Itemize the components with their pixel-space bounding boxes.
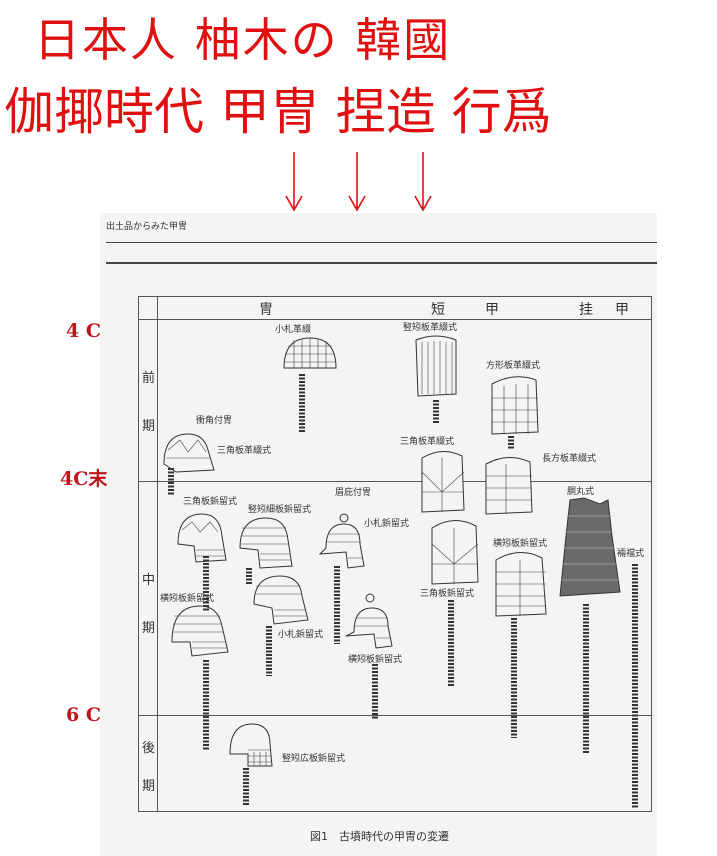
duration-bar <box>203 556 209 612</box>
helmet-illustration <box>239 517 293 569</box>
helmet-illustration <box>171 605 229 657</box>
label-tate-hiroita-byodome: 竪矧広板鋲留式 <box>282 754 346 764</box>
armor-illustration <box>431 520 479 585</box>
duration-bar <box>583 604 589 754</box>
armor-illustration <box>421 451 465 513</box>
armor-illustration <box>485 457 533 515</box>
phase-middle-2: 期 <box>142 621 156 636</box>
column-divider <box>157 297 158 811</box>
running-head: 出土品からみた甲冑 <box>106 222 188 232</box>
label-mabizashi-tsuki-kabuto: 眉庇付冑 <box>335 488 372 498</box>
label-tate-hosoita-byodome: 竪矧細板鋲留式 <box>248 505 312 515</box>
duration-bar <box>448 600 454 686</box>
label-shokaku-tsuki-kabuto: 衝角付冑 <box>196 416 233 426</box>
label-kozane-byodome-1: 小札鋲留式 <box>364 519 410 529</box>
down-arrow-icon <box>284 152 304 212</box>
armor-illustration <box>491 376 539 435</box>
label-yoko-byodome-armor: 横矧板鋲留式 <box>493 539 548 549</box>
duration-bar <box>266 626 272 676</box>
label-tate-kawatoji: 竪矧板革綴式 <box>403 323 458 333</box>
down-arrow-icon <box>347 152 367 212</box>
label-yoko-byodome-helmet: 横矧板鋲留式 <box>160 594 215 604</box>
duration-bar <box>246 568 252 584</box>
helmet-illustration <box>345 593 393 649</box>
chronology-table: 冑 短 甲 挂 甲 前 期 中 期 後 期 <box>138 296 652 812</box>
label-sankaku-byodome-armor: 三角板鋲留式 <box>420 589 475 599</box>
duration-bar <box>433 400 439 424</box>
period-marker-4c: 4 C <box>66 320 101 342</box>
label-sankaku-kawatoji-armor: 三角板革綴式 <box>400 437 455 447</box>
label-kozane-kawatoji: 小札革綴 <box>275 325 312 335</box>
duration-bar <box>203 660 209 750</box>
label-sankaku-byodome-helmet: 三角板鋲留式 <box>183 497 238 507</box>
label-sankaku-kawatoji-helmet: 三角板革綴式 <box>217 446 272 456</box>
phase-early-2: 期 <box>142 419 156 434</box>
column-header-keiko: 挂 甲 <box>579 302 633 318</box>
phase-late-1: 後 <box>142 741 156 756</box>
duration-bar <box>299 374 305 432</box>
label-chohokei-kawatoji: 長方板革綴式 <box>542 454 597 464</box>
column-header-tanko: 短 甲 <box>431 302 503 318</box>
duration-bar <box>168 468 174 496</box>
duration-bar <box>334 566 340 644</box>
helmet-illustration <box>177 513 227 563</box>
header-divider <box>139 319 651 320</box>
armor-illustration <box>495 552 547 617</box>
armor-illustration <box>559 497 621 597</box>
rule-line <box>106 262 657 264</box>
helmet-illustration <box>318 513 365 569</box>
phase-early-1: 前 <box>142 371 156 386</box>
phase-late-2: 期 <box>142 779 156 794</box>
headline-line-1: 日本人 柚木の 韓國 <box>34 13 452 67</box>
figure-caption: 図1 古墳時代の甲冑の変遷 <box>310 830 449 843</box>
duration-bar <box>372 664 378 720</box>
phase-middle-1: 中 <box>142 573 156 588</box>
down-arrow-icon <box>413 152 433 212</box>
period-marker-6c: 6 C <box>66 704 101 726</box>
label-yoko-byodome-helmet-2: 横矧板鋲留式 <box>348 655 403 665</box>
duration-bar <box>632 564 638 808</box>
duration-bar <box>511 618 517 738</box>
helmet-illustration <box>163 433 215 473</box>
label-kozane-byodome-2: 小札鋲留式 <box>278 630 324 640</box>
period-marker-4c-end: 4C末 <box>60 468 108 490</box>
rule-line <box>106 242 657 243</box>
phase-divider <box>139 715 651 716</box>
helmet-illustration <box>229 723 273 767</box>
phase-divider <box>139 481 651 482</box>
helmet-illustration <box>283 337 337 369</box>
duration-bar <box>508 436 514 450</box>
helmet-illustration <box>253 575 309 625</box>
label-domaru: 胴丸式 <box>567 487 595 497</box>
label-ryoto: 裲襠式 <box>617 549 645 559</box>
column-header-helmet: 冑 <box>259 302 273 318</box>
label-hokei-kawatoji: 方形板革綴式 <box>486 361 541 371</box>
armor-illustration <box>415 335 457 397</box>
duration-bar <box>243 768 249 806</box>
headline-line-2: 伽揶時代 甲冑 捏造 行爲 <box>4 83 552 141</box>
